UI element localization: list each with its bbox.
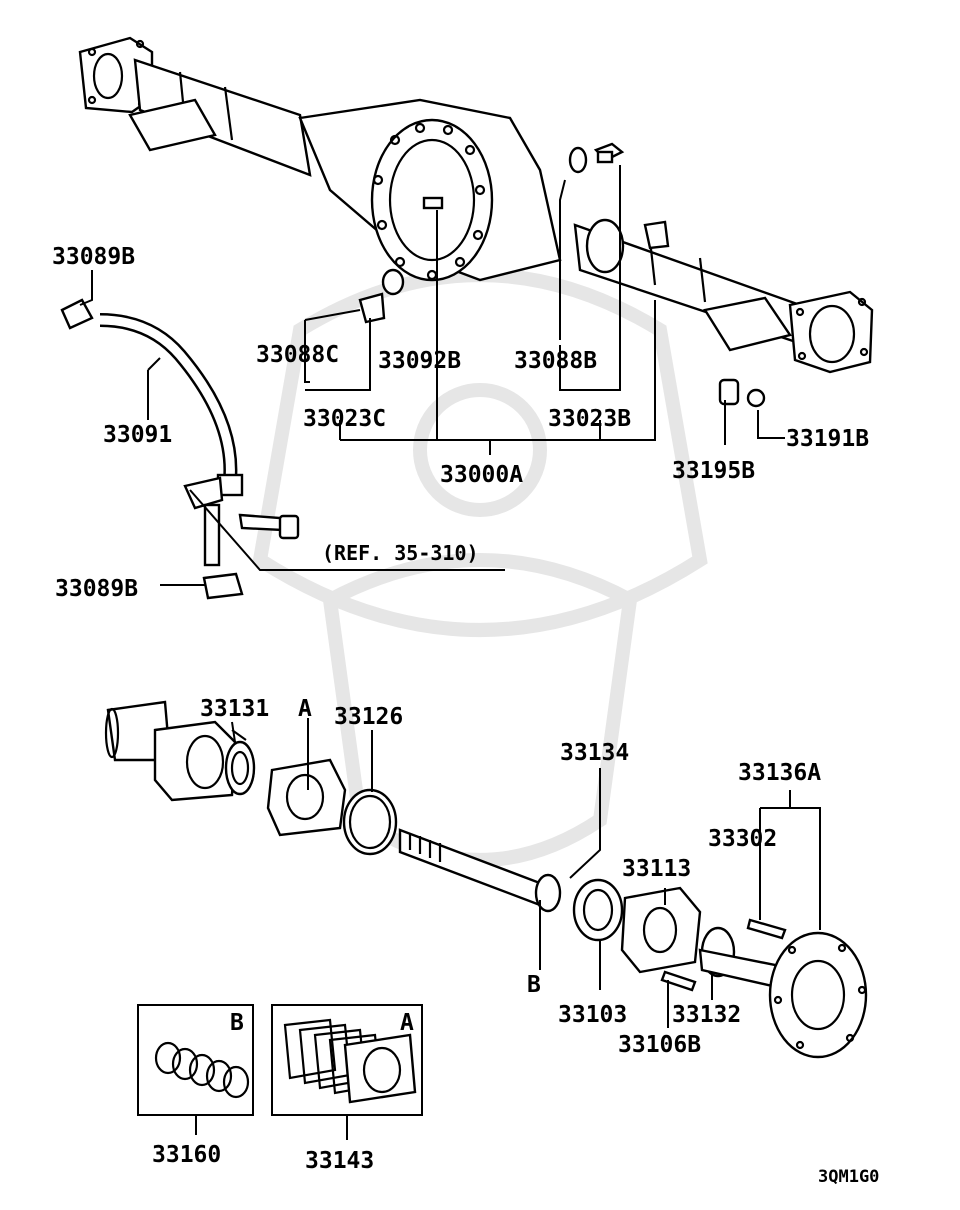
label-33091: 33091 <box>103 422 172 448</box>
label-33126: 33126 <box>334 704 403 730</box>
leader-lines <box>79 165 821 1140</box>
diagram-code: 3QM1G0 <box>818 1167 879 1187</box>
gasket-box-A <box>271 1004 423 1116</box>
label-33302: 33302 <box>708 826 777 852</box>
marker-B-bottom: B <box>527 972 541 998</box>
label-33113: 33113 <box>622 856 691 882</box>
label-33000A: 33000A <box>440 462 523 488</box>
label-33143: 33143 <box>305 1148 374 1174</box>
ref-note: (REF. 35-310) <box>322 541 479 565</box>
label-33092B: 33092B <box>378 348 461 374</box>
label-33103: 33103 <box>558 1002 627 1028</box>
axle-shaft-illustration <box>104 700 868 1059</box>
label-33088C: 33088C <box>256 342 339 368</box>
label-33195B: 33195B <box>672 458 755 484</box>
label-33132: 33132 <box>672 1002 741 1028</box>
label-33023C: 33023C <box>303 406 386 432</box>
label-33106B: 33106B <box>618 1032 701 1058</box>
label-33131: 33131 <box>200 696 269 722</box>
label-33136A: 33136A <box>738 760 821 786</box>
label-33160: 33160 <box>152 1142 221 1168</box>
marker-A-box: A <box>400 1010 414 1036</box>
label-33134: 33134 <box>560 740 629 766</box>
label-33089B-top: 33089B <box>52 244 135 270</box>
label-33191B: 33191B <box>786 426 869 452</box>
label-33089B-bottom: 33089B <box>55 576 138 602</box>
label-33023B: 33023B <box>548 406 631 432</box>
marker-A-top: A <box>298 696 312 722</box>
label-33088B: 33088B <box>514 348 597 374</box>
marker-B-box: B <box>230 1010 244 1036</box>
axle-housing-illustration <box>78 36 874 408</box>
